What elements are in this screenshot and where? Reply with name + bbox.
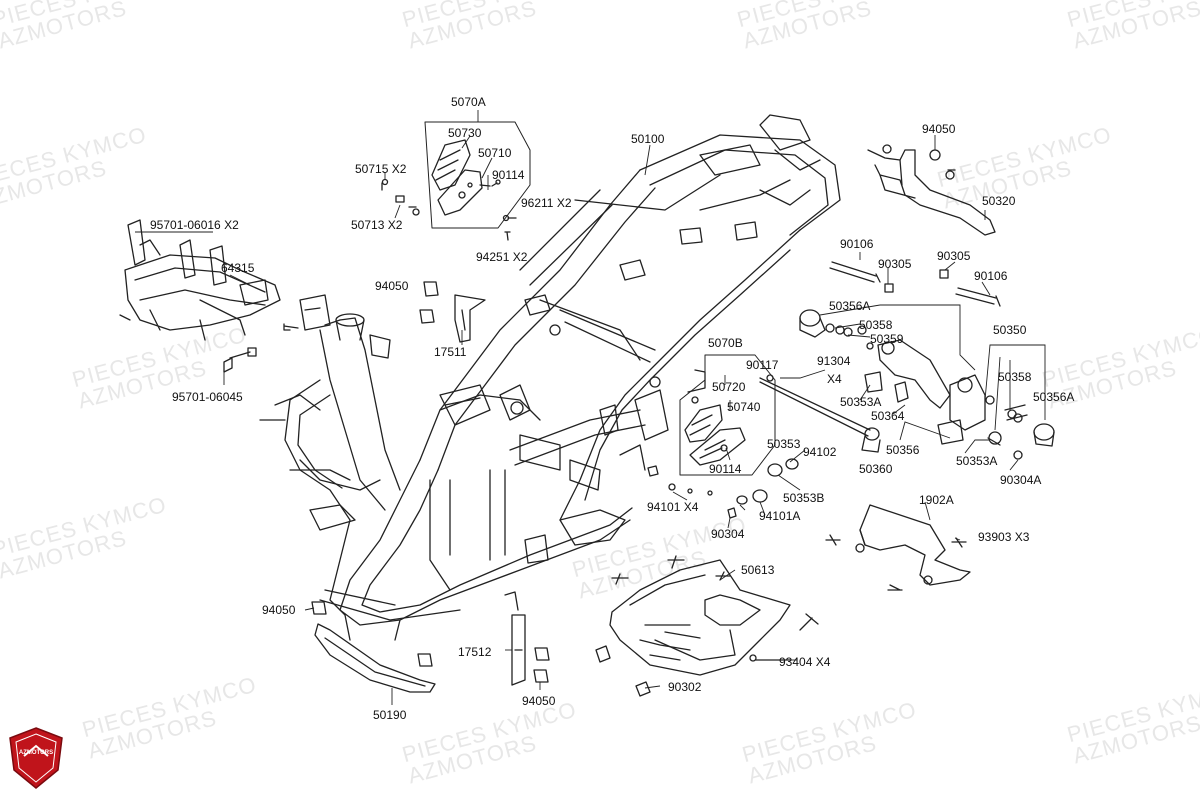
label-50710: 50710 [478,146,512,160]
bracket-64315-drawing [119,219,281,341]
label-90114-lower: 90114 [709,462,742,476]
label-90305-left: 90305 [878,257,912,271]
label-17511: 17511 [434,345,467,359]
label-93404: 93404 X4 [779,655,831,669]
label-50356A-upper: 50356A [829,299,871,313]
label-90106-right: 90106 [974,269,1008,283]
logo-text: AZMOTORS [18,750,54,756]
label-50190: 50190 [373,708,407,722]
skid-50190-drawing [311,601,436,693]
cover-1902A-drawing [825,504,971,591]
label-90304A: 90304A [1000,473,1042,487]
label-91304-qty: X4 [827,372,842,386]
label-95701-06045: 95701-06045 [172,390,243,404]
label-90304: 90304 [711,527,745,541]
bracket-50320-drawing [867,144,996,236]
label-94050-upper-right: 94050 [922,122,956,136]
label-50353B: 50353B [783,491,825,505]
label-5070A: 5070A [451,95,486,109]
label-94102: 94102 [803,445,837,459]
label-50356: 50356 [886,443,920,457]
label-17512: 17512 [458,645,492,659]
label-50320: 50320 [982,194,1016,208]
label-94050-bottom: 94050 [522,694,556,708]
shield-icon [9,727,63,789]
label-90302: 90302 [668,680,702,694]
label-50353A-left: 50353A [840,395,882,409]
label-50730: 50730 [448,126,482,140]
label-50740: 50740 [727,400,761,414]
lower-cover-50613-drawing [595,555,819,697]
label-50353A-right: 50353A [956,454,998,468]
label-94101: 94101 X4 [647,500,699,514]
label-50353: 50353 [767,437,801,451]
label-50613: 50613 [741,563,775,577]
label-90117: 90117 [746,358,779,372]
label-93903: 93903 X3 [978,530,1030,544]
washer-50353-drawing [647,458,799,519]
main-frame-drawing [259,114,841,641]
label-1902A: 1902A [919,493,954,507]
footrest-5070B-drawing [679,354,776,476]
label-90106-left: 90106 [840,237,874,251]
footrest-5070A-drawing [381,121,531,241]
label-50358-lower: 50358 [998,370,1032,384]
label-94050-left: 94050 [262,603,296,617]
label-50715: 50715 X2 [355,162,407,176]
label-90305-right: 90305 [937,249,971,263]
mount-50350-drawing [759,309,1055,460]
label-5070B: 5070B [708,336,743,350]
label-91304: 91304 [817,354,851,368]
bolt-90106-drawing [829,261,1001,307]
label-96211: 96211 X2 [521,196,572,210]
label-50356A-lower: 50356A [1033,390,1075,404]
label-50358-upper: 50358 [859,318,893,332]
bolt-95701-drawing [223,323,299,373]
label-64315: 64315 [221,261,255,275]
label-50100: 50100 [631,132,665,146]
azmotors-logo: AZMOTORS [6,726,66,790]
label-94251: 94251 X2 [476,250,528,264]
label-50350: 50350 [993,323,1027,337]
bracket-17512-drawing [504,591,550,686]
leader-lines [135,110,1046,705]
label-50713: 50713 X2 [351,218,403,232]
label-95701-06016: 95701-06016 X2 [150,218,239,232]
label-50720: 50720 [712,380,746,394]
nut-94050-drawing [419,281,439,324]
label-94050-upper: 94050 [375,279,409,293]
label-94101A: 94101A [759,509,801,523]
label-50360: 50360 [859,462,893,476]
label-50359: 50359 [870,332,904,346]
label-50364: 50364 [871,409,905,423]
bracket-17511-drawing [454,294,486,343]
label-90114: 90114 [492,168,525,182]
